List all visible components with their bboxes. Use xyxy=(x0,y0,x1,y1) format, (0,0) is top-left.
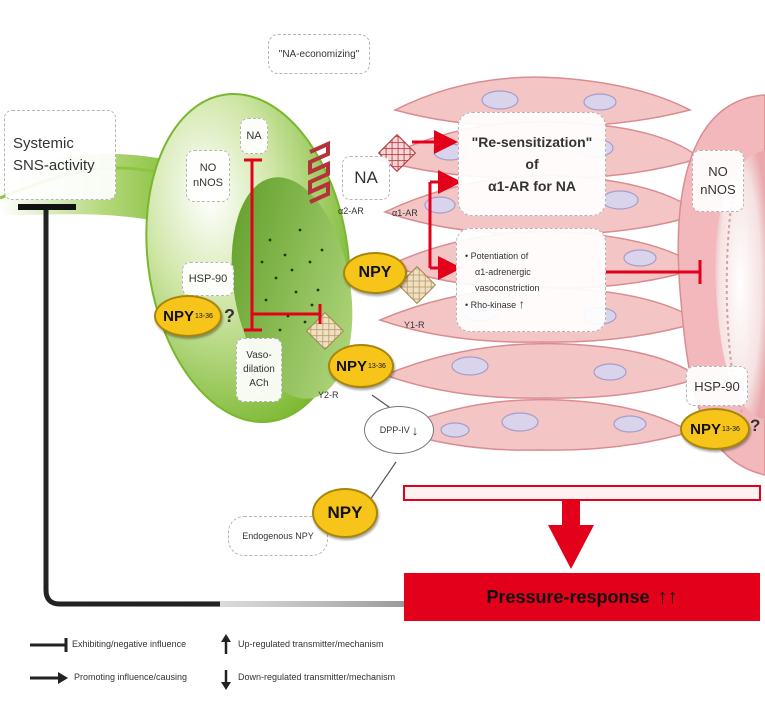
bullet2-label: • Rho-kinase xyxy=(465,299,517,310)
dpp-iv-label: DPP-IV xyxy=(379,425,410,435)
dpp-down-icon: ↓ xyxy=(411,422,419,438)
sns-activity-label: SNS-activity xyxy=(13,157,95,174)
inhibition-lines-nerve xyxy=(244,158,322,332)
y1-receptor xyxy=(397,265,437,305)
legend-up-label: Up-regulated transmitter/mechanism xyxy=(238,639,384,649)
vaso-line1: Vaso- xyxy=(246,350,272,361)
npy-label: NPY xyxy=(163,307,194,325)
resens-line3: α1-AR for NA xyxy=(488,178,576,194)
vesicle-dots xyxy=(260,228,324,332)
question-right: ? xyxy=(750,416,761,435)
nnos-right-label: nNOS xyxy=(700,182,736,197)
systemic-sns-box: Systemic SNS-activity xyxy=(4,110,116,200)
legend-symbols xyxy=(30,634,231,690)
npy-cleft-sub: 13-36 xyxy=(367,362,386,370)
bullet2-row: • Rho-kinase ↑ xyxy=(465,296,525,313)
bullet1-line1: • Potentiation of xyxy=(465,250,529,261)
npy-right-sub: 13-36 xyxy=(721,425,740,433)
na-nerve-box: NA xyxy=(240,118,268,154)
npy-endogenous-label: NPY xyxy=(327,503,363,522)
bullet1-line3: vasoconstriction xyxy=(475,282,540,293)
na-economizing-label: "NA-economizing" xyxy=(278,48,360,60)
hsp90-left-box: HSP-90 xyxy=(182,262,234,296)
systemic-label: Systemic xyxy=(13,135,74,152)
vaso-line2: dilation xyxy=(243,364,275,375)
vaso-line3: ACh xyxy=(249,378,269,389)
resens-line2: of xyxy=(525,156,539,172)
alpha1-ar-label: α1-AR xyxy=(392,208,418,218)
no-left-label: NO xyxy=(199,162,217,174)
npy-y1: NPY xyxy=(343,252,407,294)
alpha2-receptor xyxy=(308,140,330,204)
alpha2-ar-label: α2-AR xyxy=(338,206,364,216)
na-economizing-box: "NA-economizing" xyxy=(268,34,370,74)
npy-y1-label: NPY xyxy=(358,264,392,281)
no-nnos-right-box: NO nNOS xyxy=(692,150,744,212)
inhibition-line-vessel xyxy=(604,260,702,284)
hsp90-left-label: HSP-90 xyxy=(188,273,228,285)
y1-r-label: Y1-R xyxy=(404,320,425,330)
pressure-up-icon: ↑↑ xyxy=(657,585,678,608)
dpp-iv-box: DPP-IV↓ xyxy=(364,406,434,454)
nnos-left-label: nNOS xyxy=(193,177,223,189)
npy-cleft-label: NPY xyxy=(336,357,367,375)
hsp90-right-label: HSP-90 xyxy=(694,378,740,394)
npy-endogenous: NPY xyxy=(312,488,378,538)
npy-sub-label: 13-36 xyxy=(194,312,213,320)
endogenous-npy-box: Endogenous NPY xyxy=(228,516,328,556)
npy-right-label: NPY xyxy=(690,420,721,438)
pressure-band xyxy=(403,485,761,501)
vessel-lumen xyxy=(715,150,765,420)
hsp90-right-box: HSP-90 xyxy=(686,366,748,406)
endogenous-npy-label: Endogenous NPY xyxy=(242,531,314,541)
resensitization-box: "Re-sensitization" of α1-AR for NA xyxy=(458,112,606,216)
promoting-arrows xyxy=(412,130,462,280)
y2-r-label: Y2-R xyxy=(318,390,339,400)
bullet1-line2: α1-adrenergic xyxy=(475,266,531,277)
pressure-arrow xyxy=(548,500,594,569)
question-left: ? xyxy=(224,306,235,326)
y2-receptor xyxy=(305,311,345,351)
rho-kinase-up-icon: ↑ xyxy=(518,296,525,311)
na-cleft-label: NA xyxy=(354,168,378,187)
sns-inhibition-line xyxy=(18,204,404,607)
no-nnos-left-box: NO nNOS xyxy=(186,150,230,202)
potentiation-box: • Potentiation of α1-adrenergic vasocons… xyxy=(456,228,606,332)
pressure-response-bar xyxy=(404,573,760,621)
na-cleft-box: NA xyxy=(342,156,390,200)
no-right-label: NO xyxy=(708,164,728,179)
legend-down-label: Down-regulated transmitter/mechanism xyxy=(238,672,396,682)
legend-promote-label: Promoting influence/causing xyxy=(74,672,188,682)
pressure-response-label-row: Pressure-response ↑↑ xyxy=(404,573,760,621)
na-nerve-label: NA xyxy=(246,130,262,142)
legend-inhibit-label: Exhibiting/negative influence xyxy=(72,639,187,649)
pressure-response-label: Pressure-response xyxy=(486,586,650,607)
resens-line1: "Re-sensitization" xyxy=(471,134,593,150)
vasodilation-box: Vaso- dilation ACh xyxy=(236,338,282,402)
